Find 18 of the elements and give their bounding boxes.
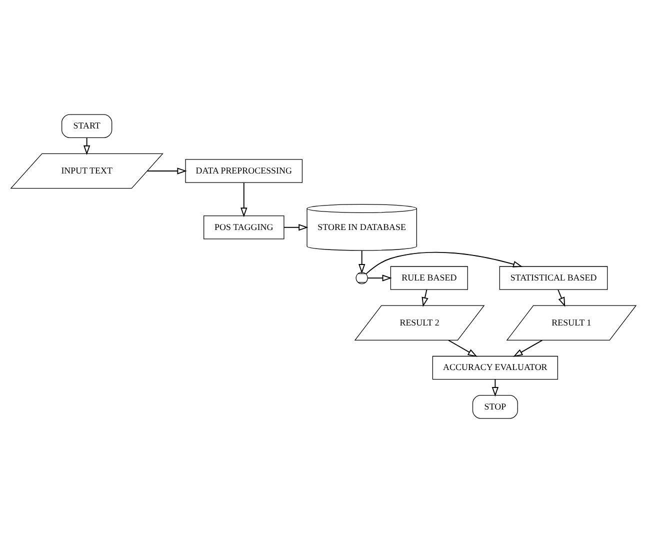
arrow <box>284 224 308 231</box>
node-box: DATA PREPROCESSING <box>185 159 303 183</box>
arrow <box>240 182 248 218</box>
arrow <box>83 137 90 156</box>
arrow <box>492 378 499 397</box>
arrow <box>367 274 392 282</box>
arrow <box>146 168 187 174</box>
node-box: START <box>62 114 112 138</box>
arrow <box>558 289 566 307</box>
node-box: STATISTICAL BASED <box>499 266 608 290</box>
arrow <box>448 340 478 357</box>
node-box: RULE BASED <box>390 266 468 290</box>
arrow <box>513 340 543 357</box>
arrow <box>422 289 428 307</box>
arrow <box>366 252 523 274</box>
node-box: STOP <box>472 395 518 419</box>
node-box: POS TAGGING <box>204 216 284 240</box>
node-box: ACCURACY EVALUATOR <box>432 356 558 380</box>
